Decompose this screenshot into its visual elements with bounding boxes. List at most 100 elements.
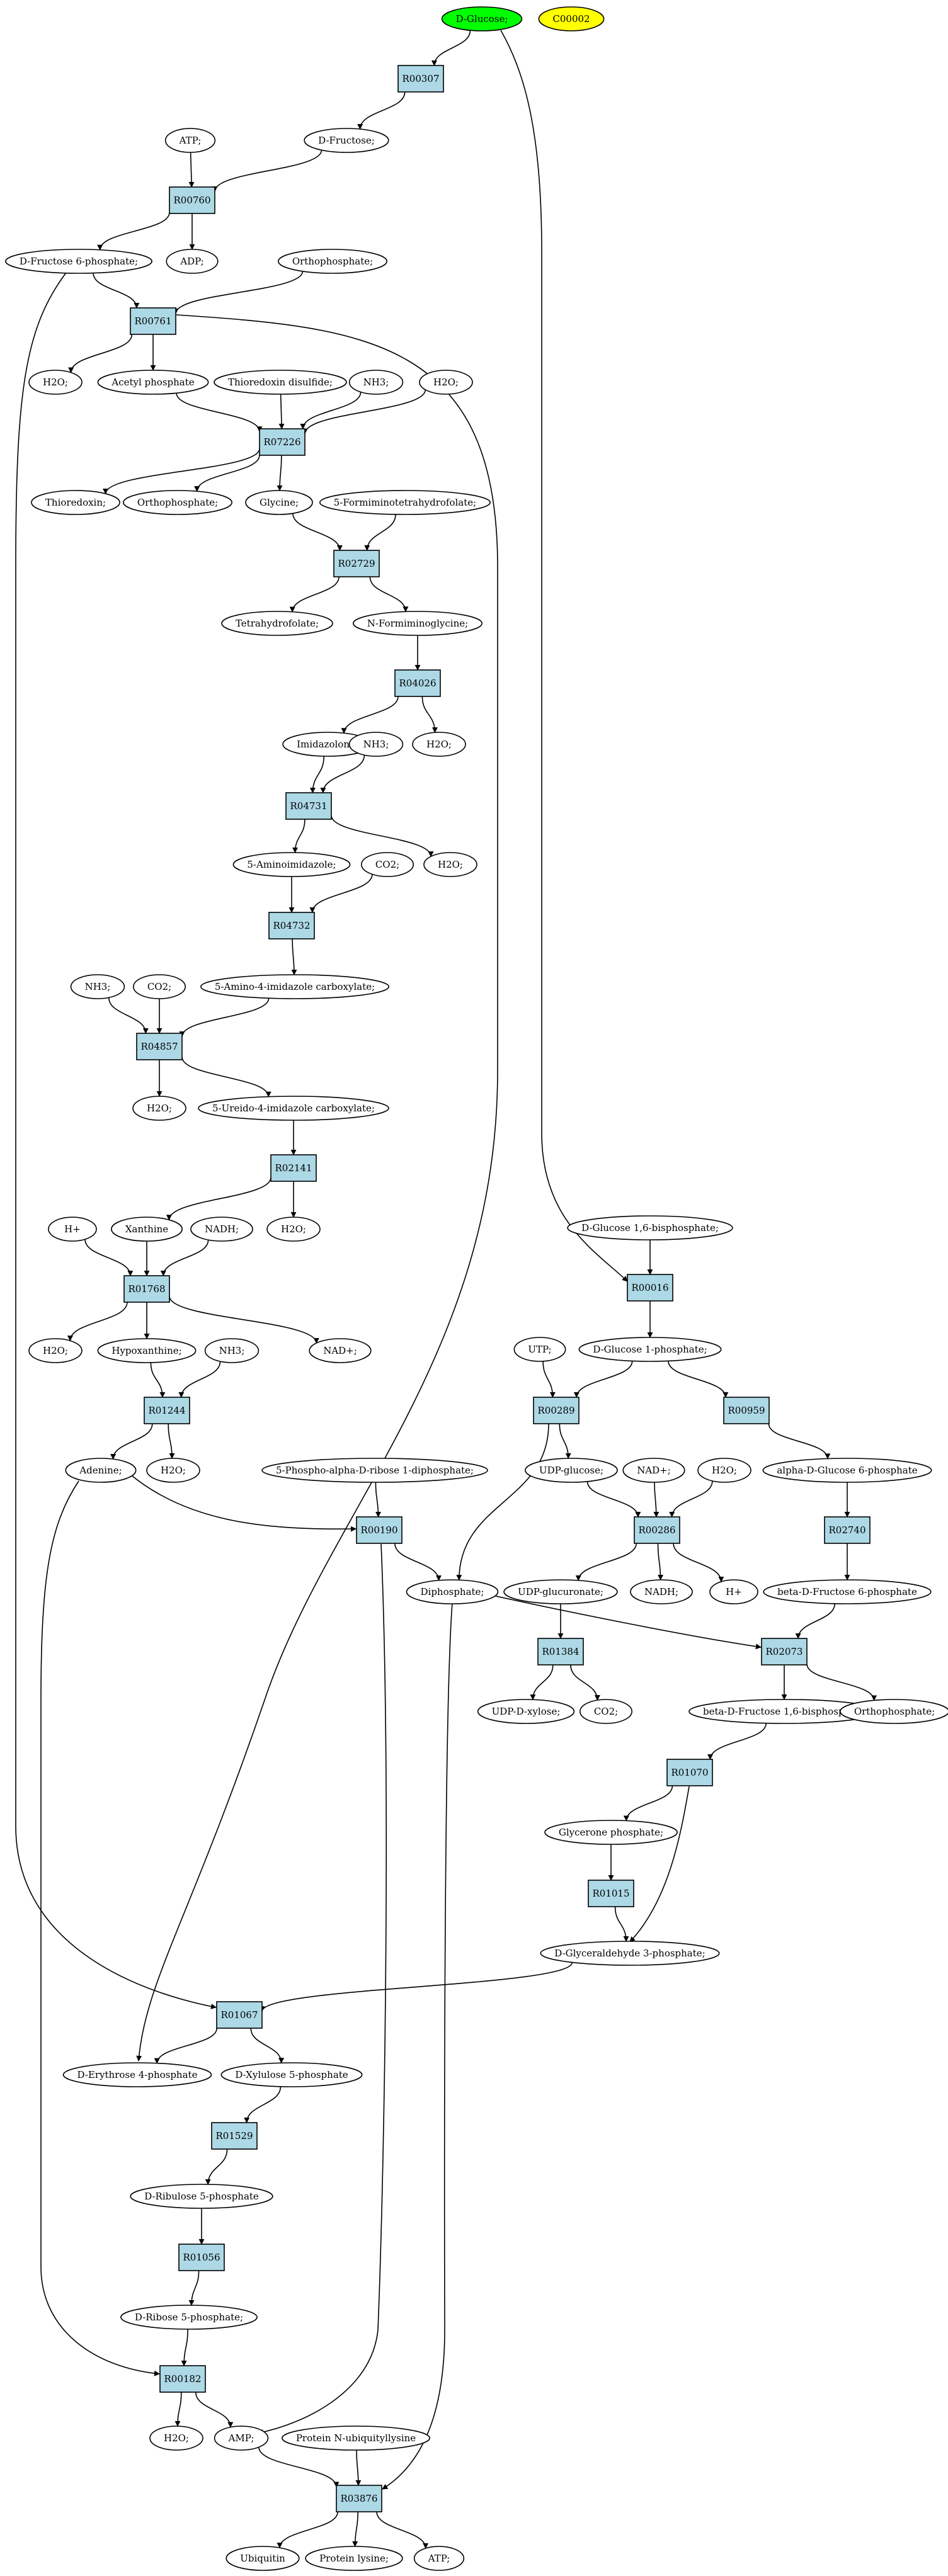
- metabolite-ellipse: [70, 974, 125, 999]
- edge-adenine-to-r00182: [40, 1480, 160, 2376]
- node-h2o3: H2O;: [412, 732, 466, 757]
- reaction-box: [285, 792, 332, 820]
- edge-r02729-to-nformgly: [369, 576, 409, 613]
- metabolite-ellipse: [111, 1217, 183, 1242]
- metabolite-ellipse: [406, 1579, 499, 1604]
- node-nadplus2: NAD+;: [622, 1458, 685, 1483]
- edge-f6p-to-r01067: [15, 272, 217, 2009]
- node-label: 5-Phospho-alpha-D-ribose 1-diphosphate;: [276, 1465, 474, 1476]
- node-udpglucose: UDP-glucose;: [525, 1458, 618, 1483]
- node-label: H2O;: [161, 1465, 186, 1476]
- node-label: R00959: [728, 1405, 765, 1416]
- reaction-box: [394, 669, 441, 697]
- node-label: Glycerone phosphate;: [559, 1827, 663, 1838]
- node-h2o9: H2O;: [697, 1458, 751, 1483]
- node-h2o1: H2O;: [28, 370, 83, 395]
- edge-udpglucose-to-r00286: [586, 1481, 641, 1518]
- node-label: Glycine;: [260, 497, 299, 508]
- node-r07226: R07226: [259, 428, 306, 456]
- node-r00016: R00016: [627, 1274, 673, 1302]
- node-label: UDP-D-xylose;: [492, 1706, 561, 1717]
- metabolite-ellipse: [132, 1096, 186, 1121]
- node-r01056: R01056: [178, 2244, 225, 2271]
- edge-dfructose-to-r00760: [212, 150, 323, 192]
- node-label: H2O;: [438, 859, 463, 870]
- reaction-box: [159, 2365, 206, 2393]
- node-label: Orthophosphate;: [854, 1706, 935, 1717]
- metabolite-ellipse: [412, 732, 466, 757]
- node-glycine: Glycine;: [245, 490, 313, 515]
- node-ru5p: D-Ribulose 5-phosphate: [130, 2184, 273, 2209]
- node-bf6p: beta-D-Fructose 6-phosphate: [763, 1579, 932, 1604]
- node-label: Acetyl phosphate: [111, 377, 194, 388]
- edge-r5p-to-r00182: [181, 2329, 188, 2366]
- node-r00286: R00286: [634, 1516, 680, 1544]
- node-orthophos1: Orthophosphate;: [278, 249, 387, 274]
- metabolite-ellipse: [245, 490, 313, 515]
- node-label: CO2;: [147, 981, 171, 992]
- reaction-box: [169, 186, 215, 214]
- node-label: NADH;: [644, 1586, 678, 1597]
- node-label: N-Formiminoglycine;: [367, 618, 468, 629]
- node-label: Thioredoxin disulfide;: [228, 377, 333, 388]
- metabolite-ellipse: [5, 249, 152, 274]
- node-imidazolone: Imidazolone;: [282, 732, 373, 757]
- metabolite-ellipse: [28, 370, 83, 395]
- edge-r00760-to-f6p: [97, 212, 170, 251]
- edge-nadh1-to-r01768: [160, 1240, 209, 1276]
- node-adenine: Adenine;: [65, 1458, 137, 1483]
- node-h2o5: H2O;: [132, 1096, 186, 1121]
- node-formthf: 5-Formiminotetrahydrofolate;: [319, 490, 491, 515]
- node-r01015: R01015: [588, 1880, 634, 1907]
- node-dfructose: D-Fructose;: [304, 128, 389, 153]
- node-label: R04857: [140, 1041, 178, 1052]
- node-label: Adenine;: [79, 1465, 122, 1476]
- node-label: R07226: [263, 436, 300, 448]
- edge-r01067-to-e4p: [154, 2028, 217, 2064]
- node-label: Orthophosphate;: [292, 256, 373, 267]
- metabolite-ellipse: [214, 370, 347, 395]
- metabolite-ellipse: [697, 1458, 751, 1483]
- metabolite-ellipse: [348, 732, 404, 757]
- node-label: H2O;: [43, 377, 68, 388]
- node-label: Diphosphate;: [421, 1586, 484, 1597]
- metabolite-ellipse: [304, 128, 389, 153]
- node-orthophos3: Orthophosphate;: [840, 1699, 948, 1724]
- node-label: Imidazolone;: [297, 739, 358, 750]
- metabolite-ellipse: [709, 1579, 758, 1604]
- reaction-box: [270, 1154, 317, 1182]
- edge-hypoxanthine-to-r01244: [150, 1362, 166, 1398]
- node-hplus2: H+: [709, 1579, 758, 1604]
- node-label: D-Erythrose 4-phosphate: [77, 2069, 198, 2080]
- reaction-box: [333, 550, 380, 577]
- node-label: ATP;: [179, 135, 202, 146]
- metabolite-ellipse: [48, 1217, 97, 1242]
- node-label: D-Glucose 1,6-bisphosphate;: [581, 1222, 719, 1234]
- node-co2b: CO2;: [133, 974, 186, 999]
- node-label: R02073: [765, 1646, 802, 1657]
- edge-nh3d-to-r01244: [178, 1361, 221, 1398]
- node-label: R01529: [215, 2130, 253, 2142]
- edge-utp-to-r00289: [542, 1361, 556, 1398]
- metabolite-ellipse: [441, 6, 523, 31]
- node-label: R00761: [134, 315, 171, 327]
- node-r00761: R00761: [130, 307, 176, 335]
- edge-diphosphate-to-r02073: [481, 1592, 762, 1650]
- node-label: AMP;: [228, 2432, 254, 2444]
- metabolite-ellipse: [97, 370, 209, 395]
- reaction-box: [259, 428, 306, 456]
- node-label: Ubiquitin: [240, 2553, 285, 2564]
- node-label: R01384: [542, 1646, 579, 1657]
- node-label: H2O;: [712, 1465, 737, 1476]
- metabolite-ellipse: [65, 1458, 137, 1483]
- node-label: R01070: [671, 1767, 708, 1778]
- node-glyceronep: Glycerone phosphate;: [544, 1820, 678, 1845]
- metabolite-ellipse: [149, 2426, 203, 2451]
- edge-r00286-to-hplus2: [673, 1543, 724, 1582]
- node-label: R01056: [183, 2252, 220, 2263]
- node-r00182: R00182: [159, 2365, 206, 2393]
- metabolite-ellipse: [190, 1217, 253, 1242]
- edge-r01070-to-g3p: [629, 1786, 690, 1943]
- node-label: R00182: [164, 2373, 201, 2385]
